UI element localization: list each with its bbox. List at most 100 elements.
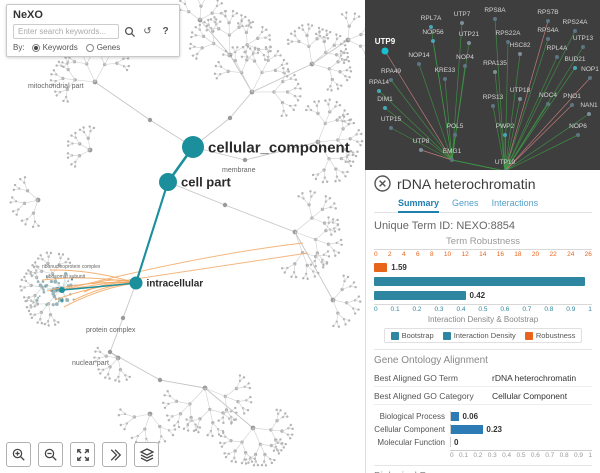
gene-label[interactable]: UTP13 [573, 35, 594, 42]
tree-term-label[interactable]: membrane [222, 167, 256, 174]
gene-label[interactable]: UTP8 [413, 138, 430, 145]
gene-node[interactable] [463, 64, 467, 68]
gene-node[interactable] [573, 66, 577, 70]
gene-label[interactable]: NOP56 [422, 29, 444, 36]
tree-term-label[interactable]: mitochondrial part [28, 83, 84, 90]
gene-label[interactable]: NOP6 [569, 123, 587, 130]
gene-label[interactable]: UTP15 [381, 116, 402, 123]
gene-node[interactable] [576, 133, 580, 137]
gene-label[interactable]: BUD21 [565, 56, 586, 63]
gene-node[interactable] [546, 19, 550, 23]
search-input[interactable] [13, 24, 119, 39]
gene-node[interactable] [389, 78, 393, 82]
reset-button[interactable]: ↺ [140, 24, 155, 39]
gene-label[interactable]: RPS13 [483, 94, 504, 101]
gene-node[interactable] [389, 126, 393, 130]
gene-node[interactable] [493, 70, 497, 74]
gene-node[interactable] [493, 17, 497, 21]
gene-node[interactable] [381, 47, 389, 55]
gene-node[interactable] [503, 169, 507, 170]
zoom-out-button[interactable] [38, 442, 63, 467]
tab-summary[interactable]: Summary [398, 198, 440, 213]
radio-genes[interactable]: Genes [85, 43, 120, 52]
gene-label[interactable]: RPS7B [537, 9, 558, 16]
gene-label[interactable]: RPA49 [381, 68, 401, 75]
gene-node[interactable] [383, 106, 387, 110]
gene-node[interactable] [491, 104, 495, 108]
gene-network-panel[interactable]: RPL7A UTP7 RPS8A RPS7B RPS24A NOP56 UTP21 RPS22… [365, 0, 600, 170]
close-icon[interactable] [374, 175, 391, 192]
gene-label[interactable]: PWP2 [496, 123, 515, 130]
gene-label[interactable]: RPL7A [421, 15, 442, 22]
gene-label[interactable]: KRE33 [435, 67, 456, 74]
gene-label[interactable]: RPS4A [537, 27, 559, 34]
gene-node[interactable] [546, 37, 550, 41]
gene-node[interactable] [588, 76, 592, 80]
gene-label[interactable]: RPS24A [563, 19, 589, 26]
gene-label[interactable]: RPA14 [369, 79, 389, 86]
ontology-graph-panel[interactable]: mitochondrial part membrane protein comple… [0, 0, 365, 473]
gene-node[interactable] [453, 133, 457, 137]
gene-label[interactable]: NAN1 [580, 102, 598, 109]
gene-label[interactable]: POL5 [447, 123, 464, 130]
gene-node[interactable] [467, 41, 471, 45]
gene-label[interactable]: EMG1 [443, 148, 462, 155]
gene-node[interactable] [429, 25, 433, 29]
gene-label[interactable]: NOP4 [456, 54, 474, 61]
gene-node[interactable] [581, 45, 585, 49]
gene-node[interactable] [518, 52, 522, 56]
gene-node[interactable] [503, 133, 507, 137]
gene-label[interactable]: RPS8A [484, 7, 506, 14]
gene-node[interactable] [546, 102, 550, 106]
tree-term-node[interactable] [182, 136, 204, 158]
help-button[interactable]: ? [158, 24, 173, 39]
gene-node[interactable] [587, 112, 591, 116]
tree-term-label[interactable]: cellular_component [208, 139, 350, 156]
radio-keywords[interactable]: Keywords [31, 43, 78, 52]
gene-label[interactable]: RPS22A [496, 30, 522, 37]
gene-label[interactable]: NOP14 [408, 52, 430, 59]
gene-label[interactable]: RPA135 [483, 60, 507, 67]
tree-term-label[interactable]: protein complex [86, 327, 136, 334]
gene-node[interactable] [506, 40, 510, 44]
gene-node[interactable] [555, 55, 559, 59]
gene-label[interactable]: NOC4 [539, 92, 557, 99]
tree-term-label[interactable]: ribonucleoprotein complex [42, 264, 101, 270]
tree-term-node[interactable] [159, 173, 177, 191]
gene-node[interactable] [450, 158, 454, 162]
gene-node[interactable] [419, 148, 423, 152]
expand-selection-button[interactable] [102, 442, 127, 467]
gene-node[interactable] [443, 77, 447, 81]
tree-term-label[interactable]: cell part [181, 175, 232, 190]
search-button[interactable] [122, 24, 137, 39]
gene-node[interactable] [573, 29, 577, 33]
fit-to-screen-button[interactable] [70, 442, 95, 467]
gene-label[interactable]: PNO1 [563, 93, 581, 100]
selected-term-node[interactable] [59, 287, 65, 293]
gene-label[interactable]: UTP18 [510, 87, 531, 94]
tree-term-label[interactable]: nuclear part [72, 360, 109, 367]
gene-node[interactable] [570, 103, 574, 107]
gene-node[interactable] [518, 97, 522, 101]
gene-node[interactable] [431, 39, 435, 43]
gene-label[interactable]: UTP10 [495, 159, 516, 166]
gene-label[interactable]: DIM1 [377, 96, 393, 103]
gene-network-canvas[interactable]: RPL7A UTP7 RPS8A RPS7B RPS24A NOP56 UTP21 RPS22… [365, 0, 600, 170]
tree-term-node[interactable] [129, 276, 143, 290]
ontology-tree-canvas[interactable]: mitochondrial part membrane protein comple… [0, 0, 365, 473]
tree-term-label[interactable]: ribosomal subunit [46, 274, 86, 280]
gene-label[interactable]: UTP7 [454, 11, 471, 18]
gene-label[interactable]: RPL4A [547, 45, 568, 52]
gene-node[interactable] [460, 21, 464, 25]
layers-button[interactable] [134, 442, 159, 467]
gene-label[interactable]: UTP21 [459, 31, 480, 38]
tab-genes[interactable]: Genes [452, 198, 479, 208]
gene-label[interactable]: UTP9 [375, 37, 396, 46]
zoom-in-button[interactable] [6, 442, 31, 467]
tab-interactions[interactable]: Interactions [491, 198, 539, 208]
gene-label[interactable]: NOP1 [581, 66, 599, 73]
gene-node[interactable] [377, 89, 381, 93]
gene-label[interactable]: HSC82 [510, 42, 531, 49]
gene-node[interactable] [417, 62, 421, 66]
tree-term-label[interactable]: intracellular [147, 279, 204, 290]
